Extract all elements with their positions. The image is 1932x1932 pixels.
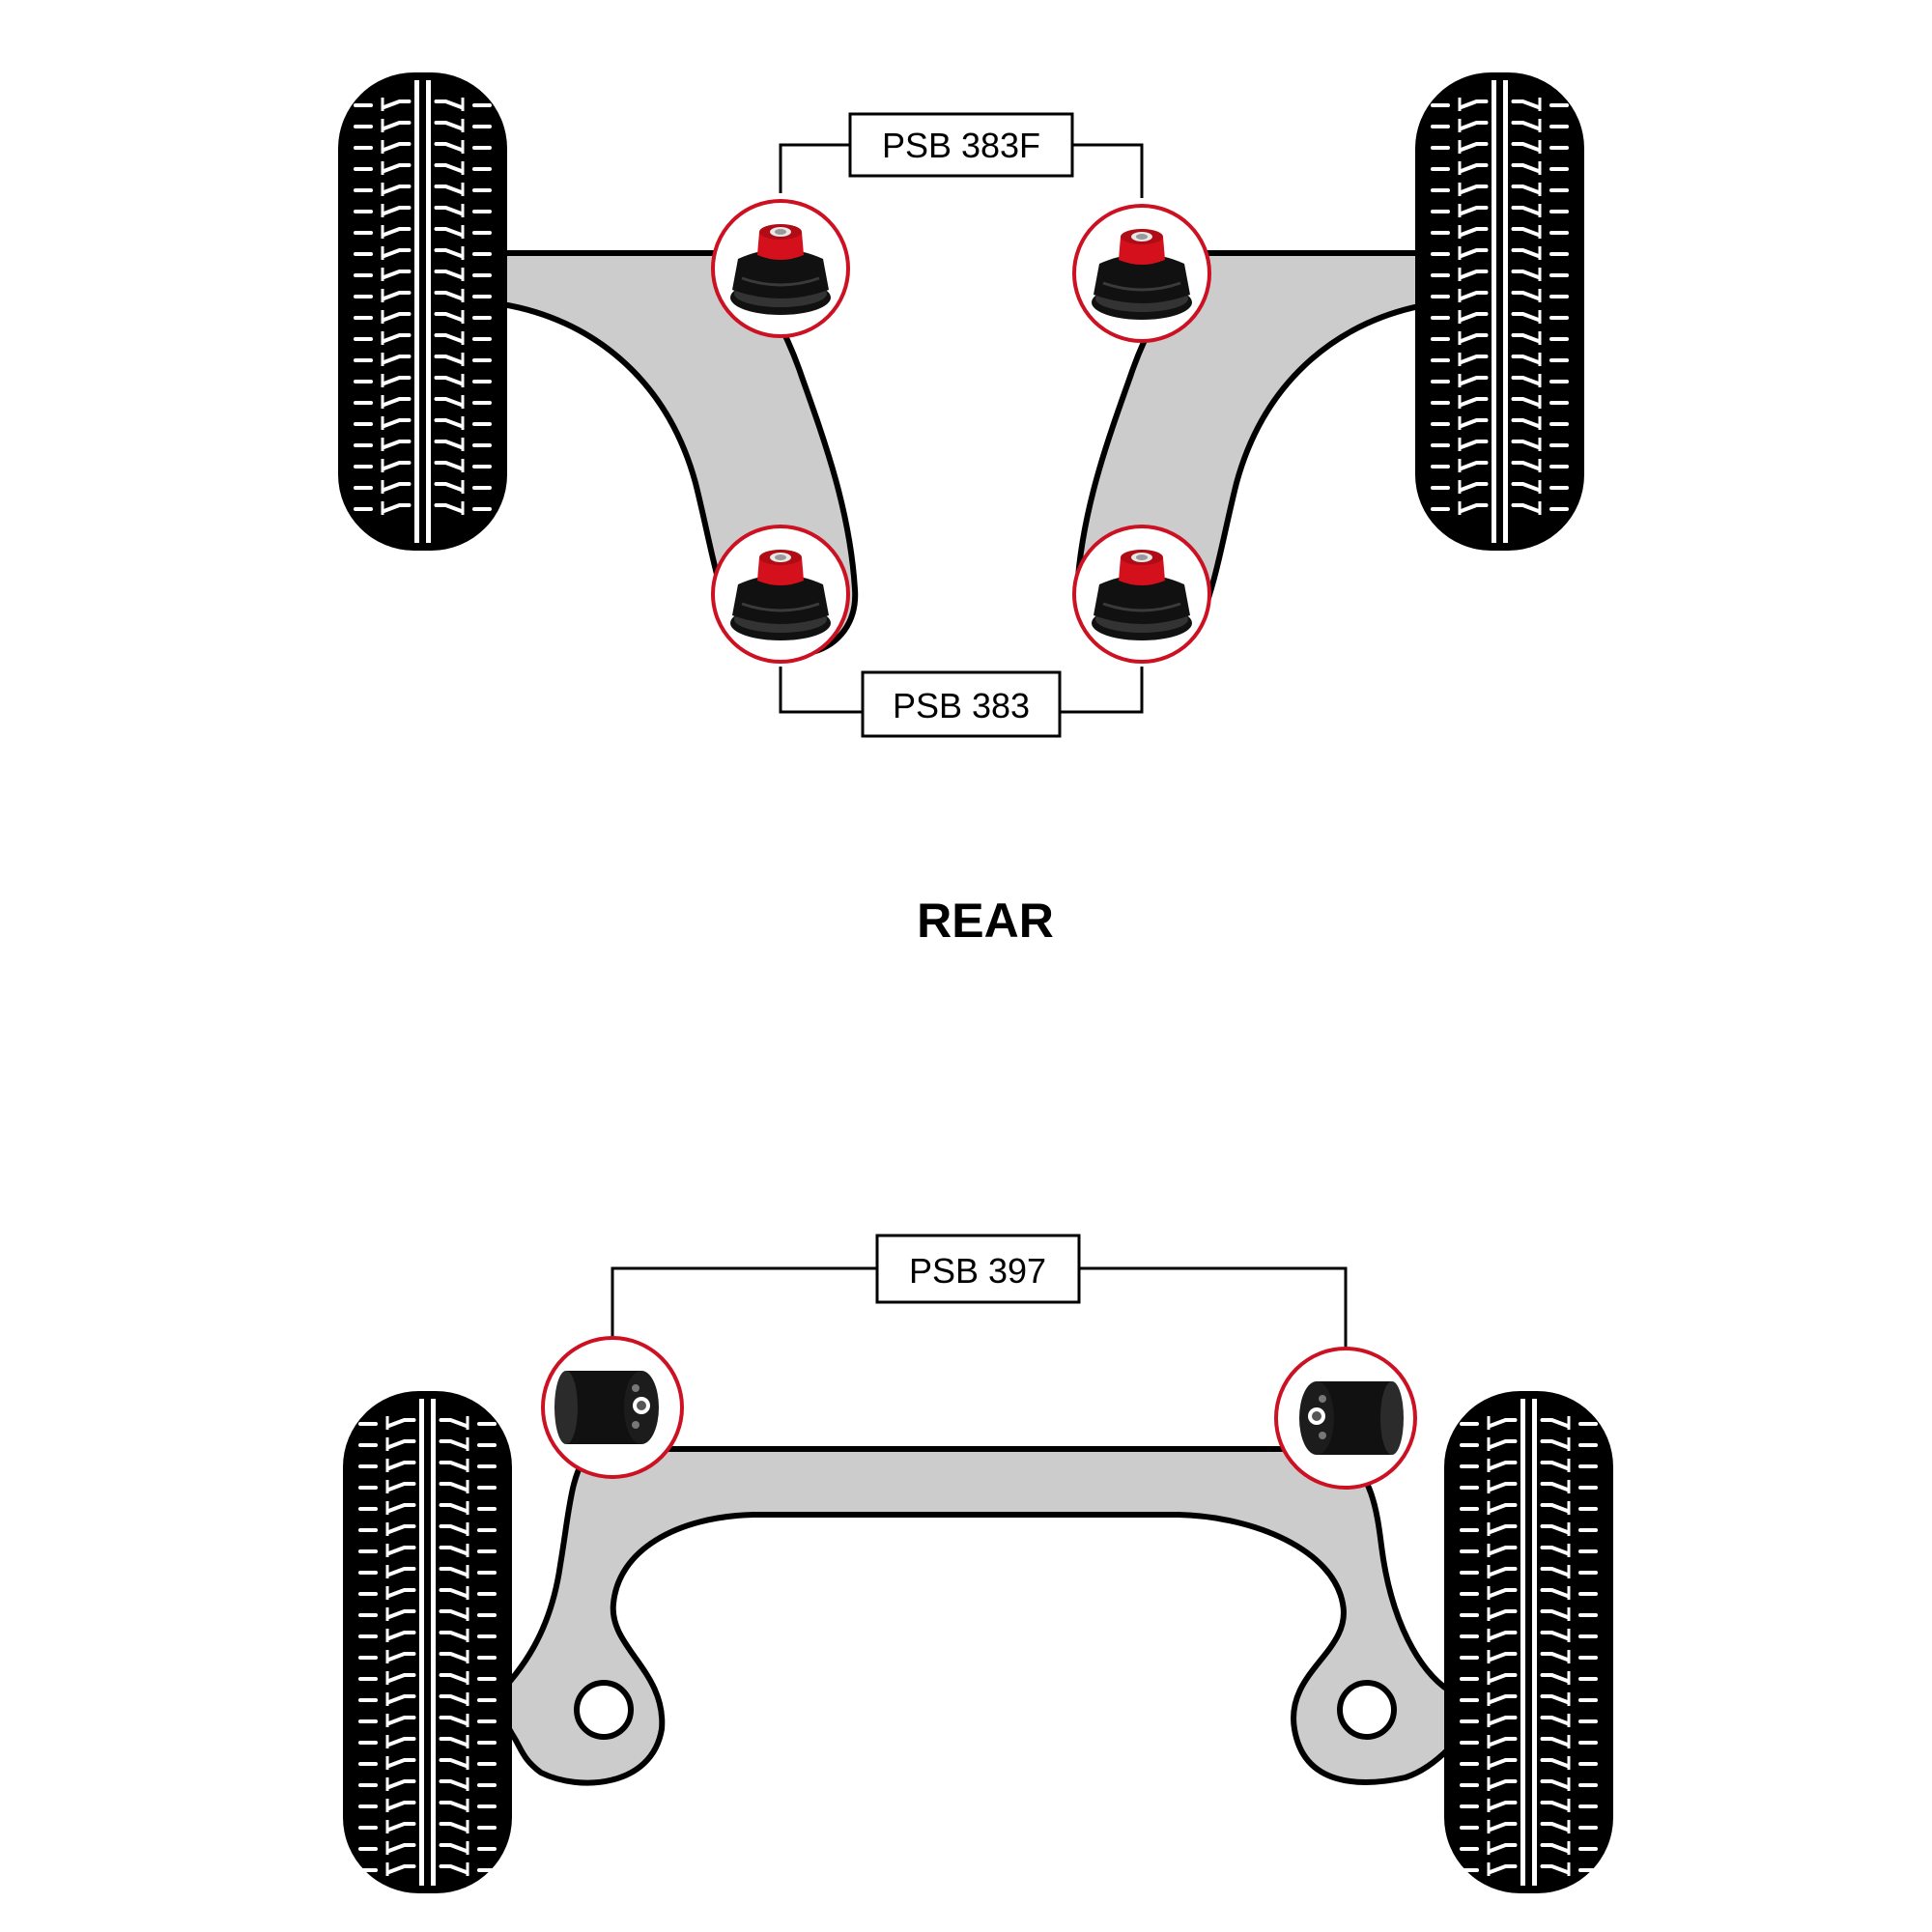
rear-left-tire (343, 1391, 512, 1893)
section-heading-rear: REAR (917, 894, 1054, 948)
label-psb-397: PSB 397 (909, 1251, 1046, 1291)
rear-suspension: PSB 397 (343, 1234, 1613, 1893)
bushing-callout-front-bottom-left (711, 525, 850, 664)
rear-subframe (489, 1446, 1452, 1786)
bushing-callout-front-top-left (711, 199, 850, 338)
rear-leader-lines (611, 1266, 1348, 1352)
label-box-psb-397 (875, 1234, 1081, 1304)
bushing-callout-front-bottom-right (1072, 525, 1211, 664)
front-right-tire (1415, 72, 1584, 551)
bushing-callout-front-top-right (1072, 204, 1211, 343)
front-top-leader-lines (779, 143, 1144, 198)
label-box-psb-383 (861, 670, 1062, 738)
label-box-psb-383f (848, 112, 1074, 178)
front-bottom-leader-lines (779, 667, 1144, 714)
bushing-callout-rear-right (1274, 1347, 1417, 1490)
rear-left-mount-hole (574, 1680, 634, 1740)
rear-right-tire (1444, 1391, 1613, 1893)
front-suspension: PSB 383F PSB 383 (338, 72, 1584, 738)
rear-right-mount-hole (1337, 1680, 1397, 1740)
label-psb-383: PSB 383 (893, 686, 1030, 725)
label-psb-383f: PSB 383F (882, 126, 1040, 165)
bushing-callout-rear-left (541, 1336, 684, 1479)
front-left-tire (338, 72, 507, 551)
